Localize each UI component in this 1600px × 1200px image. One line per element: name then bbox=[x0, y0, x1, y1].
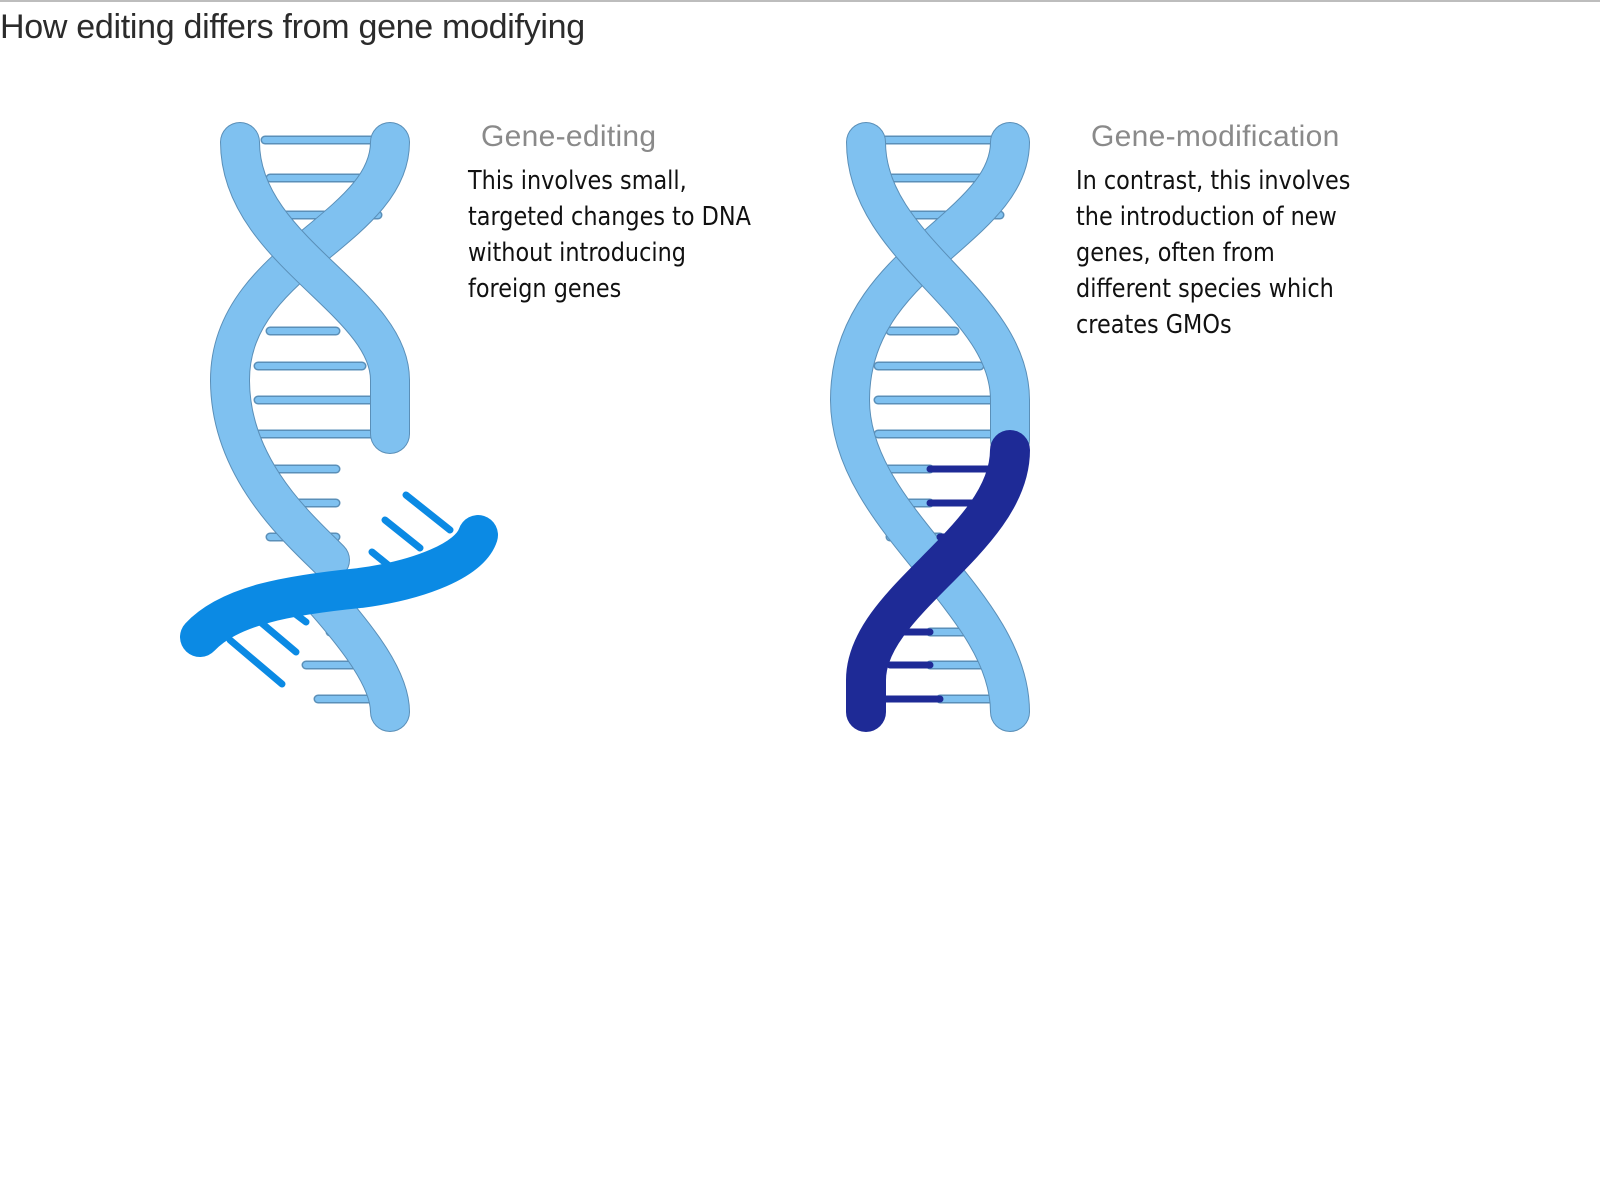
editing-strand bbox=[180, 491, 498, 688]
gene-editing-description: This involves small, targeted changes to… bbox=[468, 166, 751, 304]
dna-strand-cut bbox=[209, 122, 410, 580]
page-title: How editing differs from gene modifying bbox=[0, 8, 585, 46]
inserted-gene bbox=[846, 430, 1030, 732]
gene-modification-description: In contrast, this involves the introduct… bbox=[1076, 166, 1351, 340]
dna-strand-main bbox=[220, 122, 410, 454]
dna-strand-left bbox=[846, 122, 1030, 460]
gene-modification-heading: Gene-modification bbox=[1091, 120, 1340, 153]
gene-modification-illustration bbox=[829, 122, 1030, 732]
top-divider bbox=[0, 0, 1600, 2]
gene-editing-heading: Gene-editing bbox=[481, 120, 657, 153]
dna-strand-lower bbox=[300, 575, 410, 732]
dna-strand-right bbox=[829, 122, 1030, 732]
gene-editing-illustration bbox=[180, 122, 498, 732]
